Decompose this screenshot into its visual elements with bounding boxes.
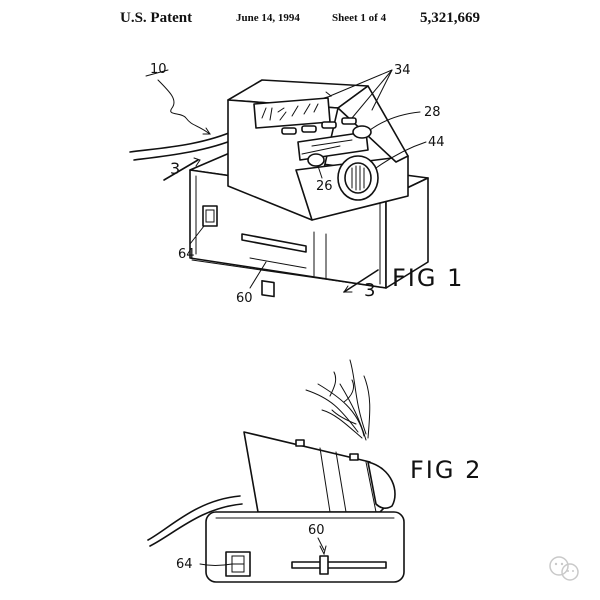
patent-date: June 14, 1994 — [236, 12, 300, 24]
label-switch-fig2: 64 — [176, 557, 193, 572]
control-knob-28[interactable] — [352, 125, 372, 139]
figure-1: 10 60 — [129, 62, 464, 306]
label-section-top: 3 — [170, 159, 182, 178]
control-housing-side — [243, 431, 396, 513]
patent-office-label: U.S. Patent — [120, 10, 193, 26]
sheet-number: Sheet 1 of 4 — [332, 12, 387, 24]
label-control-28: 28 — [424, 105, 441, 120]
display-panel-upper — [253, 97, 331, 129]
patent-header: U.S. Patent June 14, 1994 Sheet 1 of 4 5… — [0, 0, 600, 40]
section-marker-top — [163, 157, 201, 181]
label-displays: 34 — [394, 63, 411, 78]
label-slider: 60 — [236, 291, 253, 306]
rocker-switch[interactable] — [202, 205, 218, 227]
label-slider-fig2: 60 — [308, 523, 325, 538]
power-cord — [129, 129, 237, 153]
control-knob-26[interactable] — [307, 153, 325, 167]
slider-knob[interactable] — [261, 280, 275, 298]
mist-spray — [305, 359, 371, 441]
watermark-logo — [549, 556, 579, 581]
fig2-caption: FIG 2 — [410, 456, 482, 484]
power-cord-fig2 — [147, 495, 241, 541]
main-dial[interactable] — [337, 155, 379, 201]
slider-knob-side[interactable] — [319, 555, 329, 575]
label-switch: 64 — [178, 247, 195, 262]
section-marker-bottom — [343, 269, 379, 293]
label-section-bottom: 3 — [364, 280, 377, 301]
patent-number: 5,321,669 — [420, 10, 480, 26]
key-row[interactable] — [281, 117, 357, 135]
label-control-26: 26 — [316, 179, 333, 194]
slider-track-side — [291, 561, 387, 569]
label-dial: 44 — [428, 135, 445, 150]
figure-2: 60 64 FIG 2 — [147, 359, 482, 583]
label-device: 10 — [150, 62, 167, 77]
fig1-caption: FIG 1 — [392, 264, 464, 292]
display-panel-lower — [297, 131, 369, 161]
slider-slot — [241, 233, 307, 269]
